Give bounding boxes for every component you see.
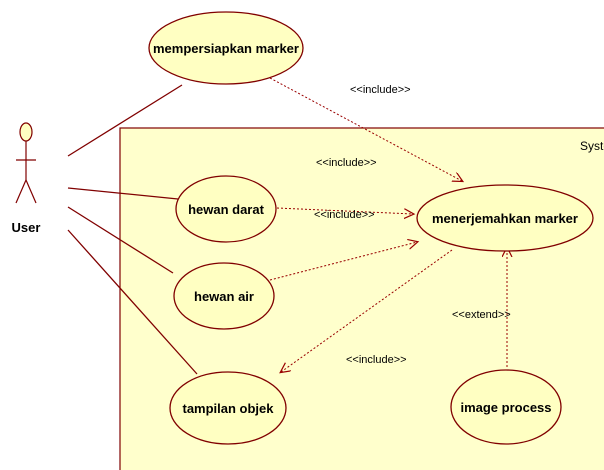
use-case-label: menerjemahkan marker [432,211,578,226]
include-label-1: <<include>> [350,84,411,96]
use-case-tampilan-objek[interactable]: tampilan objek [169,371,287,445]
association-hewan-air [67,206,174,274]
use-case-label: hewan air [194,289,254,304]
include-label-3: <<include>> [314,209,375,221]
use-case-menerjemahkan-marker[interactable]: menerjemahkan marker [416,184,594,252]
use-case-label: hewan darat [188,202,265,217]
extend-label-1: <<extend>> [452,309,511,321]
associations [67,84,198,375]
association-hewan-darat [67,187,179,200]
stick-figure-actor-icon [15,122,37,204]
use-case-hewan-darat[interactable]: hewan darat [175,175,277,243]
actor-label: User [12,220,41,235]
system-boundary-label: Syste [580,139,604,153]
use-case-hewan-air[interactable]: hewan air [173,262,275,330]
actor-user[interactable]: User [12,122,41,235]
association-tampilan-objek [67,229,198,375]
use-case-label: tampilan objek [182,401,274,416]
use-case-label: mempersiapkan marker [153,41,299,56]
use-case-mempersiapkan-marker[interactable]: mempersiapkan marker [148,11,304,85]
use-case-image-process[interactable]: image process [450,369,562,445]
include-arrow-hewan-air [269,242,417,281]
include-arrow-marker [269,77,462,181]
use-case-label: image process [460,400,551,415]
include-arrow-hewan-darat [276,207,413,214]
include-arrow-tampilan-objek [281,249,453,372]
include-label-4: <<include>> [346,354,407,366]
association-mempersiapkan-marker [67,84,183,157]
include-label-2: <<include>> [316,157,377,169]
dependencies [269,77,507,372]
